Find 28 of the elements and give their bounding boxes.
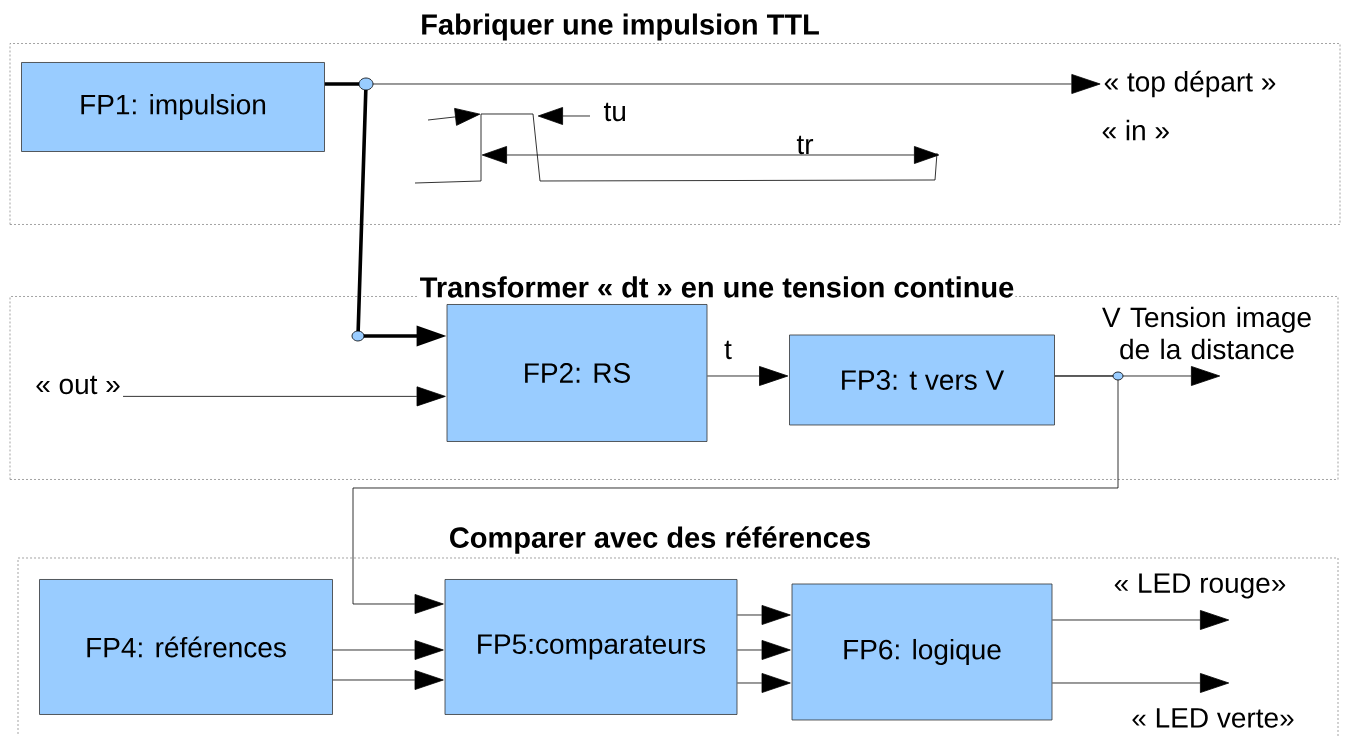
arrow [737,673,791,693]
section-heading: Fabriquer une impulsion TTL [419,12,821,42]
section-heading: Comparer avec des références [447,525,873,555]
signal-label: V Tension image de la distance [1102,306,1311,360]
process-box: FP3: t vers V [789,334,1055,426]
process-box: FP1: impulsion [21,62,325,152]
arrow [707,366,789,386]
arrow [1052,610,1230,630]
arrow [332,640,444,660]
signal-label: « LED verte» [1132,708,1294,728]
arrow [332,670,444,690]
arrow [1052,673,1230,693]
edge-label: t [724,340,732,360]
arrow [737,640,791,660]
dimension-label: tu [603,102,626,122]
signal-label: « in » [1102,119,1169,141]
dimension-label: tr [796,135,814,155]
arrow [737,605,791,625]
arrow [352,375,1119,614]
section-heading: Transformer « dt » en une tension continue [418,275,1016,299]
process-box: FP2: RS [446,304,708,442]
process-box: FP5:comparateurs [444,579,738,715]
process-box: FP6: logique [791,583,1053,721]
signal-label: « LED rouge» [1114,573,1286,599]
arrow [122,386,446,407]
signal-label: « top départ » [1104,70,1276,98]
signal-label: « out » [36,375,120,395]
process-box: FP4: références [39,579,333,715]
